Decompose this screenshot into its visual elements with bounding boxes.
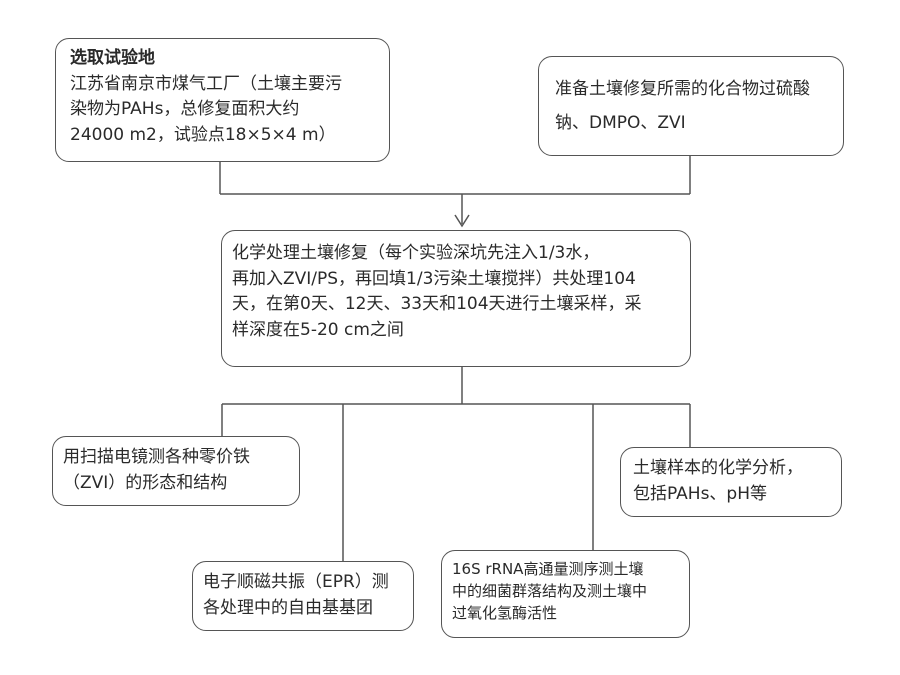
step-prepare-compounds-line: 准备土壤修复所需的化合物过硫酸 xyxy=(555,79,810,99)
step-chemical-analysis-line: 包括PAHs、pH等 xyxy=(633,483,768,504)
step-chemical-treatment-line: 样深度在5-20 cm之间 xyxy=(232,319,404,340)
step-select-site-title: 选取试验地 xyxy=(70,48,155,68)
step-epr-analysis: 电子顺磁共振（EPR）测 各处理中的自由基基团 xyxy=(192,561,414,631)
step-rrna-sequencing-line: 过氧化氢酶活性 xyxy=(452,603,558,622)
step-rrna-sequencing: 16S rRNA高通量测序测土壤 中的细菌群落结构及测土壤中 过氧化氢酶活性 xyxy=(441,550,690,638)
step-chemical-analysis: 土壤样本的化学分析， 包括PAHs、pH等 xyxy=(620,447,842,517)
step-prepare-compounds: 准备土壤修复所需的化合物过硫酸 钠、DMPO、ZVI xyxy=(538,56,844,156)
step-chemical-treatment-line: 天，在第0天、12天、33天和104天进行土壤采样，采 xyxy=(232,294,642,314)
step-sem-analysis-line: 用扫描电镜测各种零价铁 xyxy=(63,447,250,467)
step-chemical-treatment: 化学处理土壤修复（每个实验深坑先注入1/3水， 再加入ZVI/PS，再回填1/3… xyxy=(221,230,691,367)
step-sem-analysis-line: （ZVI）的形态和结构 xyxy=(63,472,228,493)
step-select-site-line: 江苏省南京市煤气工厂（土壤主要污 xyxy=(70,73,342,94)
arrowhead-to-treatment xyxy=(454,214,470,228)
step-rrna-sequencing-line: 中的细菌群落结构及测土壤中 xyxy=(452,581,648,600)
step-select-site: 选取试验地 江苏省南京市煤气工厂（土壤主要污 染物为PAHs，总修复面积大约 2… xyxy=(55,38,390,162)
step-epr-analysis-line: 各处理中的自由基基团 xyxy=(203,597,373,618)
step-chemical-treatment-line: 再加入ZVI/PS，再回填1/3污染土壤搅拌）共处理104 xyxy=(232,268,636,289)
step-epr-analysis-line: 电子顺磁共振（EPR）测 xyxy=(203,572,389,592)
step-chemical-treatment-line: 化学处理土壤修复（每个实验深坑先注入1/3水， xyxy=(232,243,600,263)
step-select-site-line: 染物为PAHs，总修复面积大约 xyxy=(70,99,300,119)
step-sem-analysis: 用扫描电镜测各种零价铁 （ZVI）的形态和结构 xyxy=(52,436,300,506)
step-prepare-compounds-line: 钠、DMPO、ZVI xyxy=(555,112,686,133)
step-chemical-analysis-line: 土壤样本的化学分析， xyxy=(633,458,803,478)
step-select-site-line: 24000 m2，试验点18×5×4 m） xyxy=(70,124,336,145)
step-rrna-sequencing-line: 16S rRNA高通量测序测土壤 xyxy=(452,560,644,578)
